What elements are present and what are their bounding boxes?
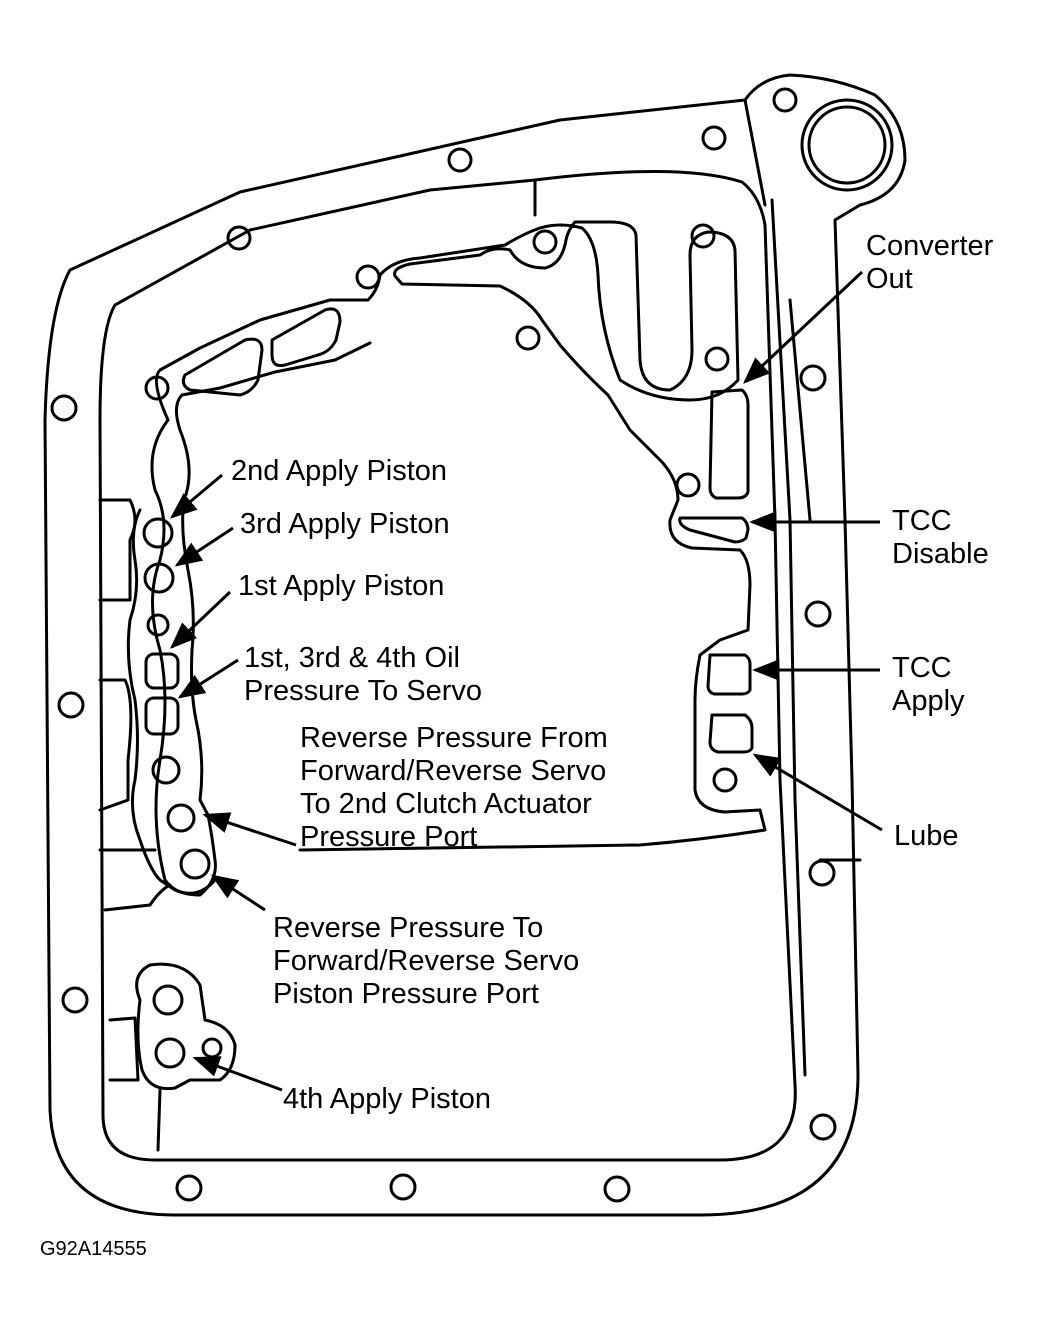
bolt-hole xyxy=(799,364,827,392)
bolt-hole xyxy=(389,1173,417,1201)
large-bore xyxy=(800,98,894,192)
arrow-converter-out xyxy=(743,270,864,384)
port-hole xyxy=(690,223,716,249)
bolt-hole xyxy=(808,859,836,887)
label-tcc-apply: TCC Apply xyxy=(892,652,965,717)
arrow-3rd-apply xyxy=(174,526,234,567)
piston-bore xyxy=(151,755,181,785)
arrow-reverse-to xyxy=(210,874,266,912)
label-3rd-apply-piston: 3rd Apply Piston xyxy=(240,508,450,540)
piston-bore-small xyxy=(146,613,170,637)
arrow-oil-pressure xyxy=(177,658,239,699)
bolt-hole xyxy=(50,394,78,422)
piston-bore-3rd xyxy=(143,562,175,594)
bolt-hole xyxy=(701,125,727,151)
upper-slot-2 xyxy=(270,307,342,367)
bolt-hole xyxy=(809,1113,837,1141)
port-hole xyxy=(704,346,730,372)
port-hole xyxy=(712,767,738,793)
port-hole xyxy=(515,325,541,351)
label-reverse-pressure-from: Reverse Pressure From Forward/Reverse Se… xyxy=(300,722,608,853)
bolt-hole xyxy=(603,1175,631,1203)
label-tcc-disable: TCC Disable xyxy=(892,505,989,570)
gasket-inner-outline xyxy=(98,169,797,1162)
arrow-lube xyxy=(752,753,883,832)
bolt-holes xyxy=(50,87,837,1203)
label-2nd-apply-piston: 2nd Apply Piston xyxy=(231,455,448,487)
piston-bore-1st xyxy=(144,652,180,690)
bolt-hole xyxy=(447,147,473,173)
central-cavity-outline xyxy=(154,220,767,852)
label-converter-out: Converter Out xyxy=(866,230,994,295)
bolt-hole xyxy=(175,1174,203,1202)
label-oil-pressure-to-servo: 1st, 3rd & 4th Oil Pressure To Servo xyxy=(244,642,483,707)
tcc-apply-port xyxy=(706,653,752,696)
piston-bore xyxy=(179,848,211,880)
arrow-2nd-apply xyxy=(169,473,223,519)
bolt-hole xyxy=(772,87,798,113)
arrow-reverse-from xyxy=(202,812,297,847)
bolt-hole xyxy=(804,600,832,628)
label-4th-apply-piston: 4th Apply Piston xyxy=(283,1083,491,1115)
piston-bore-2nd xyxy=(142,517,174,549)
piston-bore xyxy=(201,1037,223,1059)
label-lube: Lube xyxy=(894,820,959,852)
piston-bore-4th xyxy=(154,1037,186,1069)
label-1st-apply-piston: 1st Apply Piston xyxy=(238,570,445,602)
bolt-hole xyxy=(61,986,89,1014)
bolt-hole xyxy=(57,691,85,719)
converter-slot xyxy=(708,388,750,500)
lube-port xyxy=(708,713,754,754)
port-hole xyxy=(532,229,558,255)
port-hole xyxy=(355,264,381,290)
piston-bore xyxy=(166,803,196,833)
leader-arrows xyxy=(169,270,883,1092)
gasket-outer-outline xyxy=(43,73,907,1217)
figure-id: G92A14555 xyxy=(40,1238,147,1260)
arrow-4th-apply xyxy=(192,1056,283,1092)
upper-slot-1 xyxy=(181,337,264,397)
port-hole xyxy=(144,375,170,401)
tcc-disable-slot xyxy=(678,516,750,544)
port-hole xyxy=(675,472,701,498)
bolt-hole xyxy=(226,225,252,251)
label-reverse-pressure-to: Reverse Pressure To Forward/Reverse Serv… xyxy=(273,912,580,1010)
servo-port xyxy=(144,696,180,736)
arrow-1st-apply xyxy=(170,590,232,649)
piston-bore xyxy=(152,984,184,1016)
